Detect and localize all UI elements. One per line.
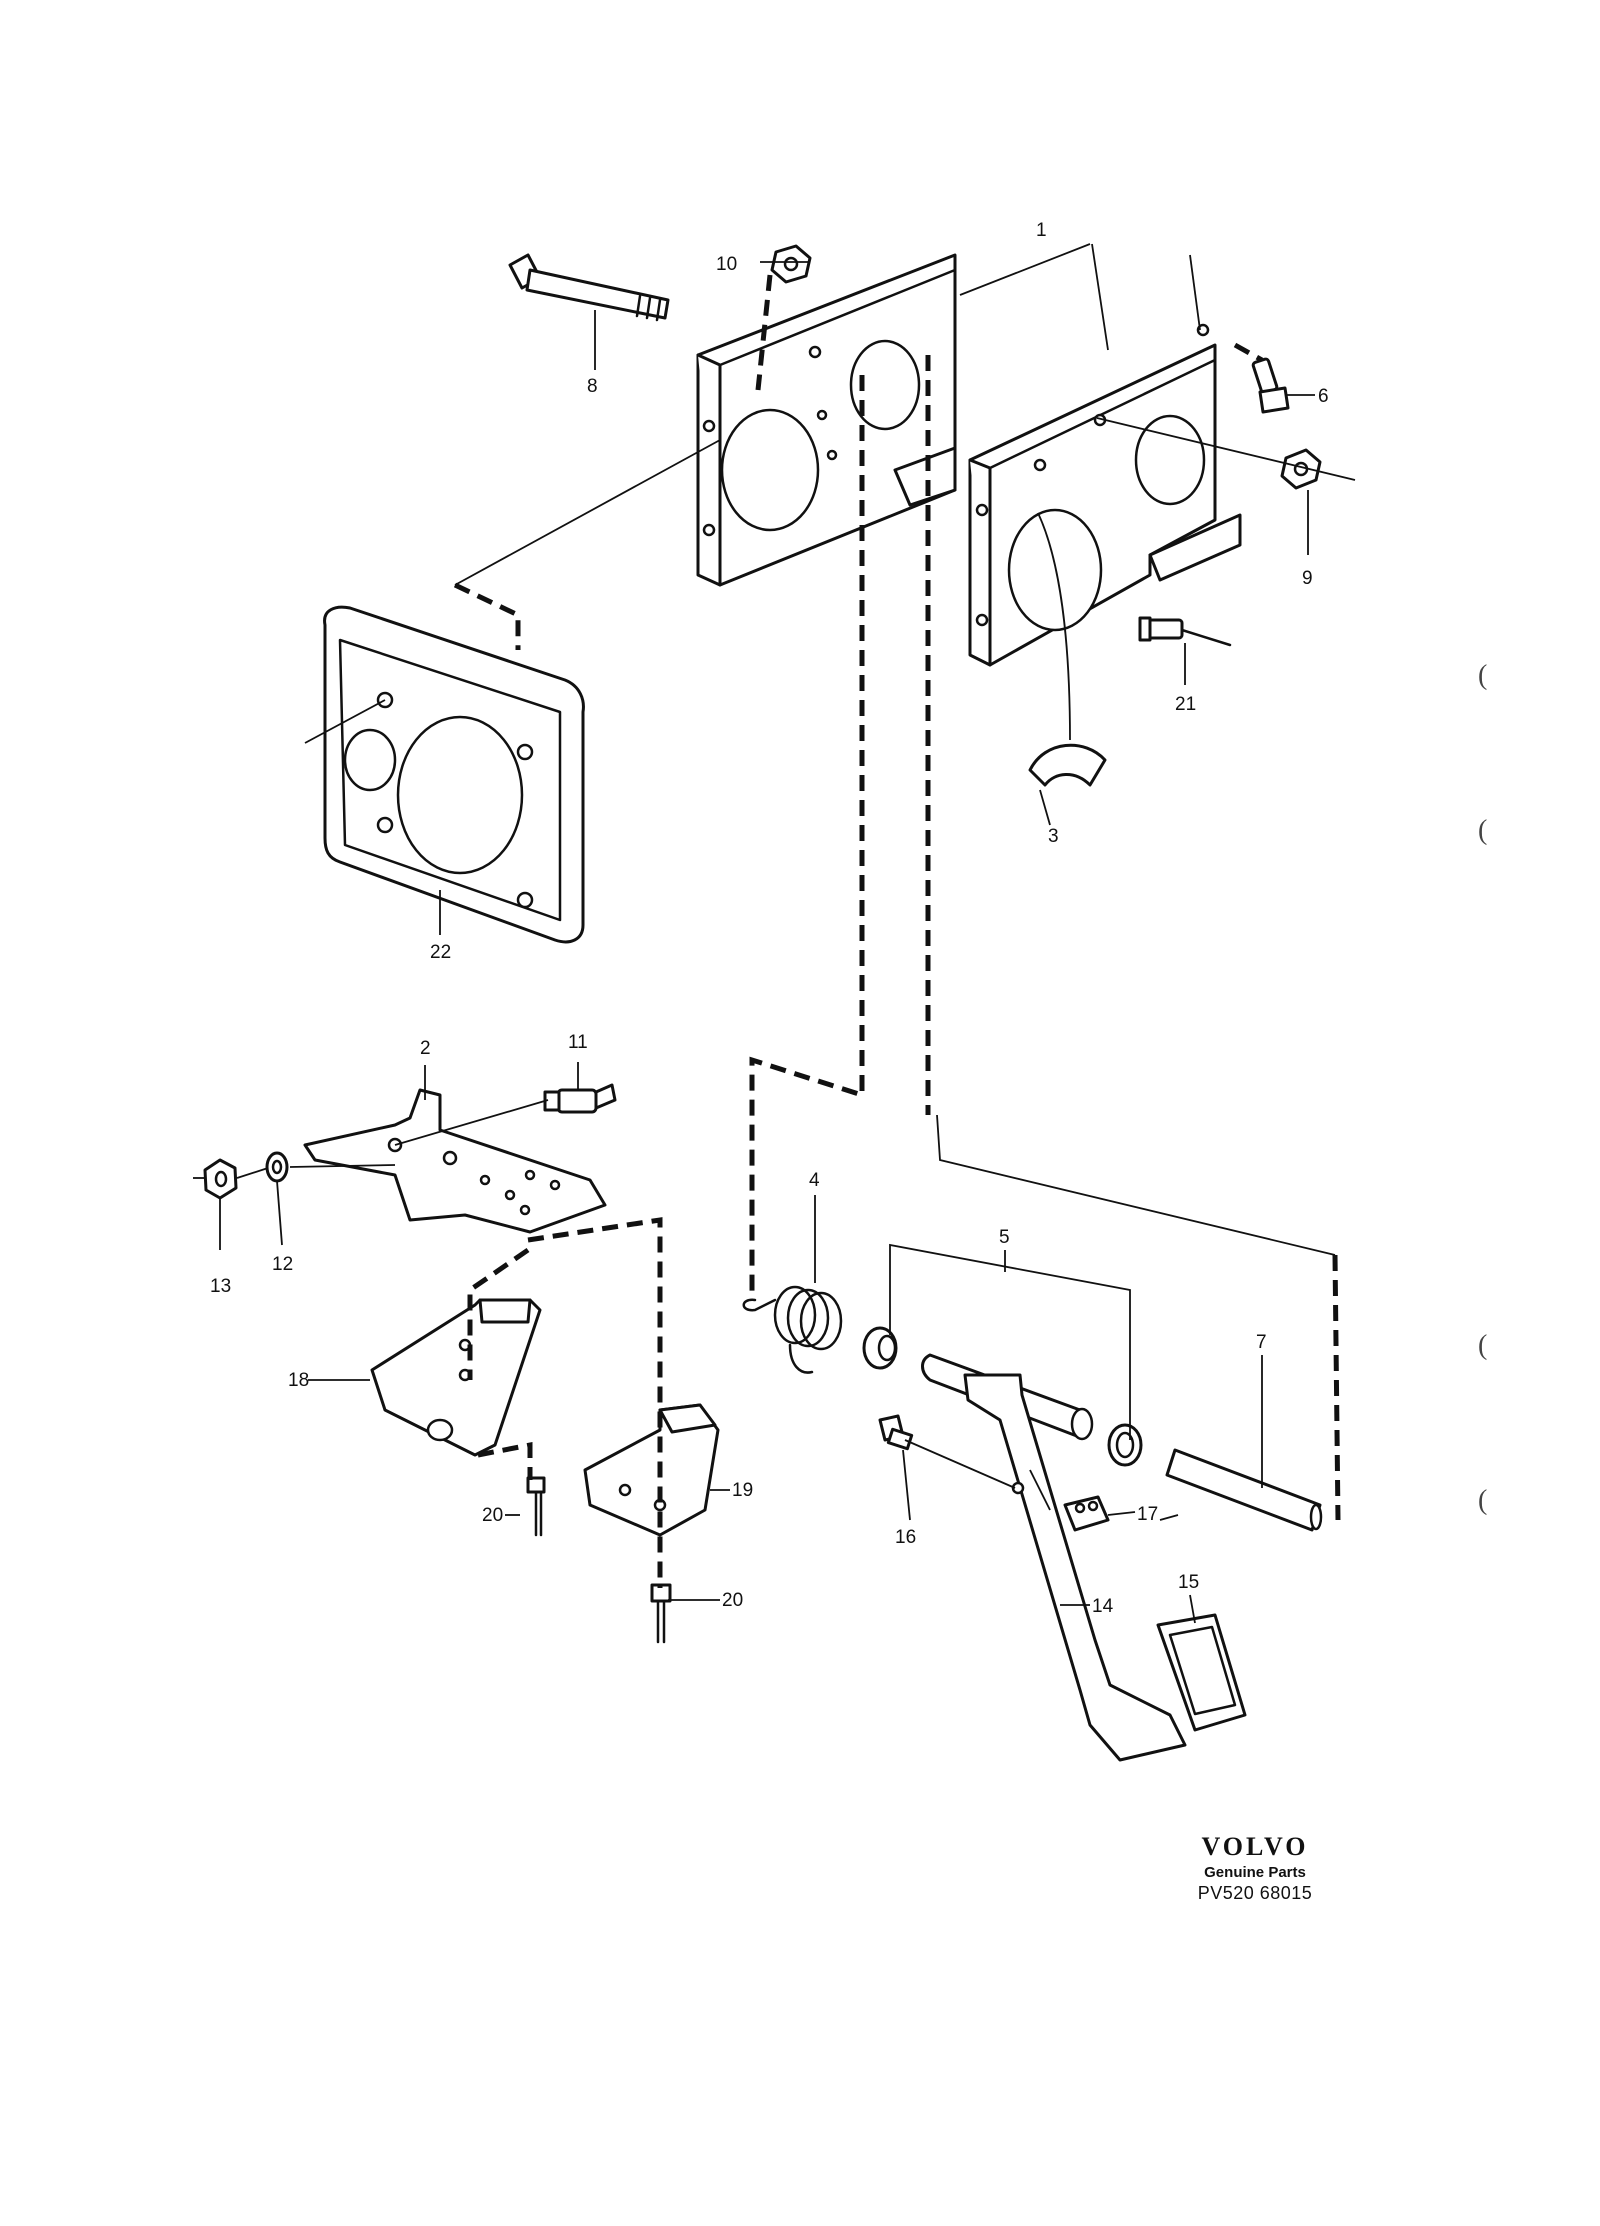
callout-12: 12 <box>272 1254 293 1275</box>
part-20-pin-bottom <box>650 1583 672 1644</box>
part-8-bolt <box>508 253 670 322</box>
callout-14: 14 <box>1092 1596 1114 1617</box>
callout-17: 17 <box>1137 1504 1158 1525</box>
callout-10: 10 <box>716 254 737 275</box>
part-20-pin-left <box>526 1476 546 1537</box>
callout-6: 6 <box>1318 386 1329 407</box>
callout-8: 8 <box>587 376 598 397</box>
callout-11: 11 <box>568 1032 588 1053</box>
callout-22: 22 <box>430 942 451 963</box>
part-13-nut <box>203 1158 238 1200</box>
assembly-solid-lines <box>193 243 1356 1624</box>
part-2-bracket <box>303 1088 607 1234</box>
callout-13: 13 <box>210 1276 231 1297</box>
part-10-nut <box>770 244 812 284</box>
brand-subtitle: Genuine Parts <box>1204 1864 1306 1881</box>
margin-mark-3: ( <box>1478 1330 1488 1361</box>
part-17-clip <box>1063 1495 1110 1532</box>
part-3-clip <box>1028 743 1107 787</box>
part-19-bracket <box>583 1403 720 1537</box>
margin-mark-1: ( <box>1478 660 1488 691</box>
callout-20-bottom: 20 <box>722 1590 743 1611</box>
callout-4: 4 <box>809 1170 820 1191</box>
diagram-code: PV520 68015 <box>1197 1883 1313 1903</box>
part-6-bolt <box>1251 357 1290 414</box>
margin-mark-4: ( <box>1478 1485 1488 1516</box>
part-5-bushing-left <box>862 1326 898 1370</box>
callout-19: 19 <box>732 1480 753 1501</box>
callout-15: 15 <box>1178 1572 1199 1593</box>
callout-2: 2 <box>420 1038 431 1059</box>
part-4-spring <box>742 1285 843 1374</box>
part-11-switch <box>543 1083 617 1114</box>
callout-labels: 1 2 3 4 5 6 7 8 9 10 11 12 13 14 15 16 1… <box>210 220 1329 1617</box>
callout-16: 16 <box>895 1527 916 1548</box>
part-16-bolt <box>878 1414 914 1451</box>
part-12-washer <box>265 1151 289 1183</box>
assembly-dashed-lines <box>453 274 1341 1588</box>
callout-1: 1 <box>1036 220 1047 241</box>
part-5-bushing-right <box>1107 1423 1143 1467</box>
brand-block: VOLVO Genuine Parts PV520 68015 <box>1160 1832 1350 1904</box>
callout-7: 7 <box>1256 1332 1267 1353</box>
part-7-shaft <box>1165 1448 1323 1532</box>
callout-9: 9 <box>1302 568 1313 589</box>
part-1-plate-left <box>696 253 957 587</box>
part-22-gasket <box>323 605 585 944</box>
part-21-switch <box>1138 616 1232 647</box>
callout-21: 21 <box>1175 694 1196 715</box>
part-1-plate-right <box>968 323 1242 667</box>
callout-5: 5 <box>999 1227 1010 1248</box>
callout-20-left: 20 <box>482 1505 503 1526</box>
part-15-pad <box>1156 1613 1247 1732</box>
brand-logo: VOLVO <box>1201 1832 1309 1861</box>
callout-18: 18 <box>288 1370 309 1391</box>
margin-mark-2: ( <box>1478 815 1488 846</box>
part-18-bracket <box>370 1298 542 1457</box>
part-9-nut <box>1280 448 1322 490</box>
callout-3: 3 <box>1048 826 1059 847</box>
